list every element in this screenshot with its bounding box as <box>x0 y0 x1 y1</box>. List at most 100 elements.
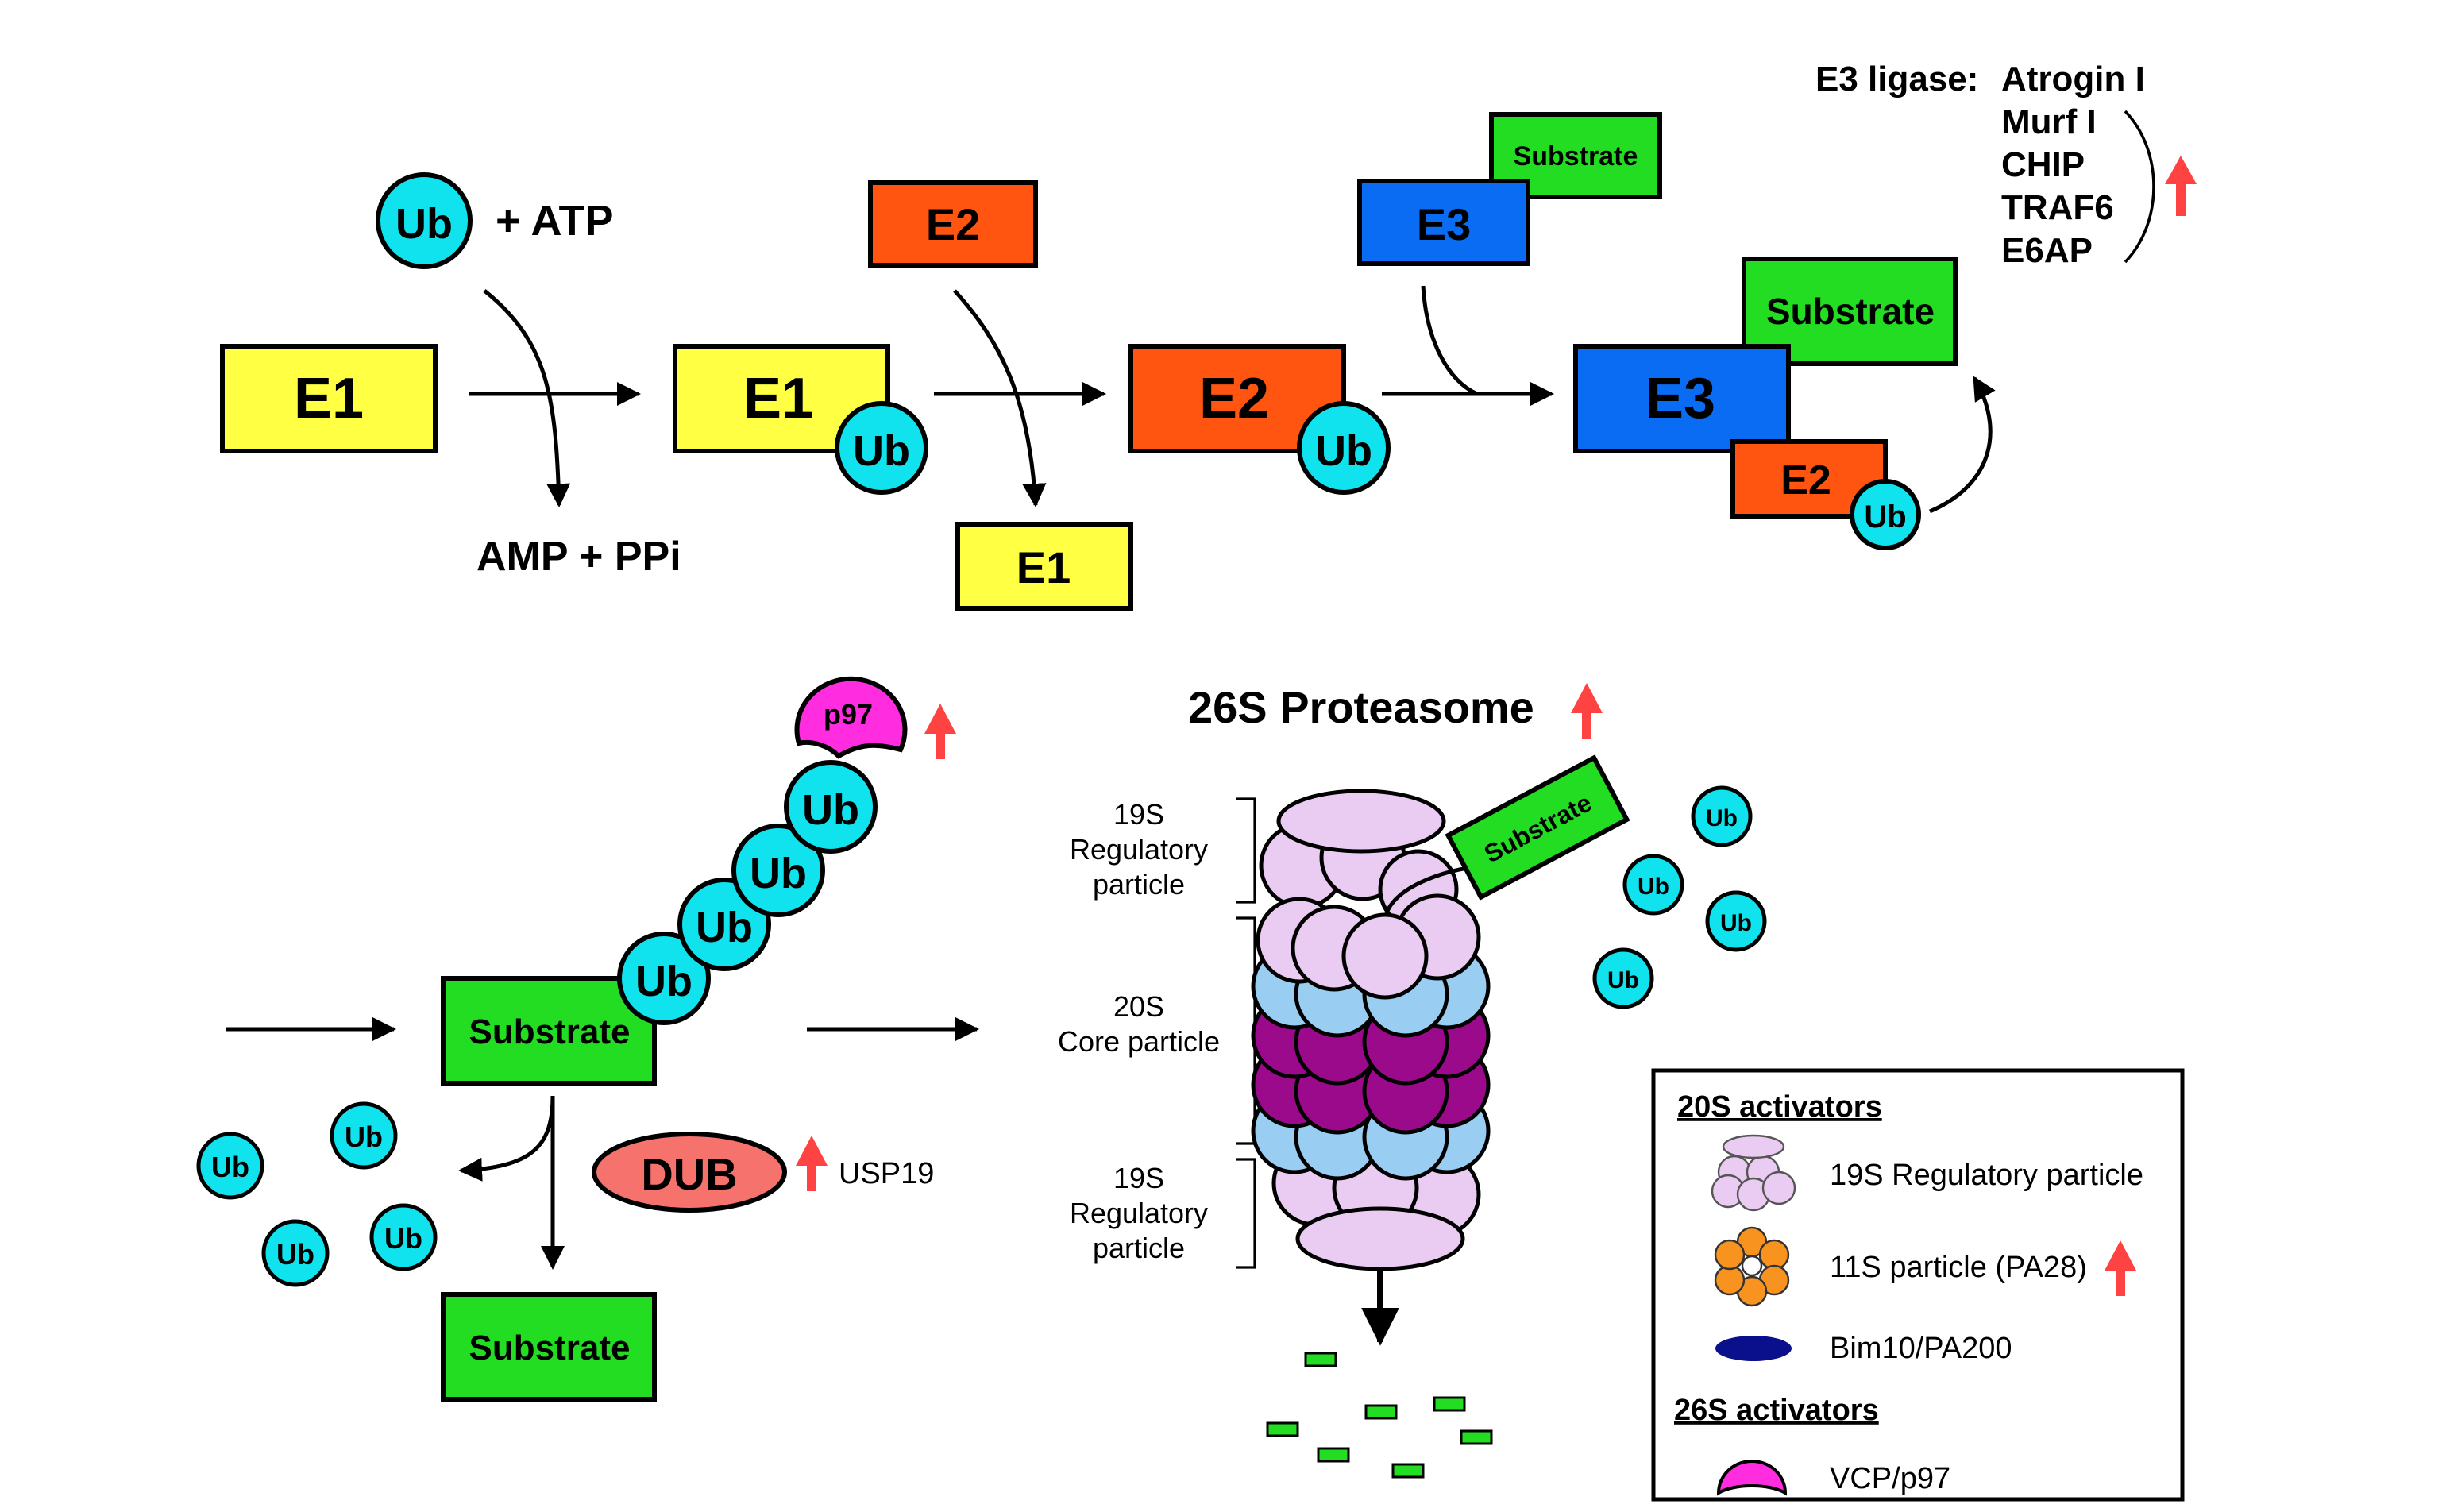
label-19s-top: Regulatory <box>1070 833 1208 866</box>
ub-recycled-icon <box>1691 785 1753 847</box>
amp-ppi-label: AMP + PPi <box>476 534 681 580</box>
activators-legend: 20S activators 19S Regulatory particle 1… <box>1651 1068 2185 1502</box>
peptide-fragment <box>1391 1463 1425 1479</box>
proteasome-title: 26S Proteasome <box>1188 682 1534 732</box>
ub-chain-label: Ub <box>802 786 859 834</box>
ubiquitination-cascade: E1 Ub + ATP AMP + PPi E1 Ub E2 E1 E2 Ub … <box>220 60 2197 611</box>
ub-substrate-box <box>441 976 657 1086</box>
dub-icon <box>592 1132 787 1213</box>
proteasome-section: 26S Proteasome 19S Regulatory particle 2… <box>1058 682 1767 1479</box>
upregulated-arrow-icon <box>924 704 956 759</box>
ub-free-icon <box>376 172 473 269</box>
bim10-icon <box>1715 1336 1792 1361</box>
e3-complex-label: E3 <box>1645 367 1715 430</box>
ub-on-complex-icon <box>1850 479 1921 550</box>
ub-substrate-label: Substrate <box>469 1012 631 1051</box>
ub-chain-label: Ub <box>696 904 753 951</box>
ub-on-complex-label: Ub <box>1864 499 1906 534</box>
polyubiquitin-chain-section: Substrate Ub Ub Ub Ub p97 DUB USP19 Ub U… <box>196 676 979 1402</box>
label-19s-bottom: 19S <box>1113 1162 1164 1194</box>
e2-in-box <box>868 180 1038 268</box>
ub-chain-icon <box>784 760 878 854</box>
p97-icon <box>794 676 908 759</box>
ub-free-label: Ub <box>345 1120 383 1153</box>
19s-particle-icon <box>1711 1134 1796 1212</box>
arrow-atp-to-amp <box>483 289 571 507</box>
plus-atp-label: + ATP <box>496 197 614 245</box>
label-19s-bottom: particle <box>1093 1232 1185 1264</box>
ub-recycled-label: Ub <box>1607 967 1639 993</box>
peptide-fragment <box>1364 1404 1398 1420</box>
e3-ligase-item: TRAF6 <box>2001 188 2114 227</box>
e1-start-box <box>220 344 438 453</box>
e1-released-box <box>955 522 1133 611</box>
ub-recycled-icon <box>1705 890 1767 952</box>
label-20s: 20S <box>1113 990 1164 1023</box>
e2-complex-label: E2 <box>1780 457 1831 503</box>
peptide-fragment <box>1317 1447 1350 1463</box>
ub-free-label: Ub <box>276 1238 314 1271</box>
legend-item-19s: 19S Regulatory particle <box>1830 1159 2143 1192</box>
ub-on-e2-label: Ub <box>1315 427 1372 475</box>
peptide-fragment <box>1460 1429 1493 1445</box>
legend-header-26s: 26S activators <box>1674 1394 1879 1427</box>
upregulated-arrow-icon <box>2165 156 2197 216</box>
upregulated-arrow-icon <box>2105 1240 2136 1296</box>
e2-loaded-label: E2 <box>1199 367 1269 430</box>
upregulated-arrow-icon <box>796 1136 828 1191</box>
proteasome-illustration <box>1251 789 1491 1271</box>
bracket-19s-bottom <box>1236 1158 1256 1269</box>
label-20s: Core particle <box>1058 1025 1220 1058</box>
e3-ligase-bracket <box>2124 110 2155 264</box>
ub-recycled-icon <box>1592 947 1654 1009</box>
e3-ligase-item: E6AP <box>2001 231 2093 270</box>
free-substrate-label: Substrate <box>469 1329 631 1367</box>
free-substrate-box <box>441 1292 657 1402</box>
legend-item-11s: 11S particle (PA28) <box>1830 1251 2087 1284</box>
ub-on-e1-icon <box>835 401 928 495</box>
ub-free-label: Ub <box>395 200 453 248</box>
e3-ligase-item: Atrogin I <box>2001 60 2145 98</box>
peptide-fragment <box>1304 1352 1337 1367</box>
11s-particle-icon <box>1714 1226 1790 1307</box>
peptide-fragment <box>1433 1396 1466 1412</box>
ub-free-icon <box>330 1101 398 1170</box>
peptide-fragment <box>1266 1421 1299 1437</box>
ub-free-icon <box>196 1132 264 1200</box>
p97-label: p97 <box>824 698 873 731</box>
e3-ligase-item: CHIP <box>2001 145 2085 184</box>
arrow-ub-release <box>458 1095 555 1182</box>
ub-free-icon <box>369 1203 438 1271</box>
proteasome-substrate-box <box>1445 754 1630 901</box>
e3-complex-box <box>1573 344 1791 453</box>
legend-header-20s: 20S activators <box>1677 1090 1882 1124</box>
ub-free-label: Ub <box>384 1222 422 1255</box>
ub-free-label: Ub <box>211 1151 249 1183</box>
proteasome-substrate: Substrate <box>1445 754 1630 901</box>
e1-loaded-label: E1 <box>743 367 813 430</box>
usp19-label: USP19 <box>839 1157 934 1190</box>
e3-ligase-item: Murf I <box>2001 102 2097 141</box>
ub-on-e2-icon <box>1297 401 1391 495</box>
arrow-e3-join <box>1421 285 1479 396</box>
ub-recycled-label: Ub <box>1720 910 1752 936</box>
ub-recycled-icon <box>1622 854 1684 916</box>
label-19s-top: 19S <box>1113 798 1164 831</box>
label-19s-top: particle <box>1093 868 1185 901</box>
e3-in-box <box>1357 179 1530 266</box>
ub-chain-label: Ub <box>635 958 693 1005</box>
ub-recycled-label: Ub <box>1638 874 1669 900</box>
label-19s-bottom: Regulatory <box>1070 1197 1208 1229</box>
e3-ligase-title: E3 ligase: <box>1815 60 1978 98</box>
arrow-e1-release <box>953 289 1047 507</box>
ub-recycled-label: Ub <box>1706 805 1738 831</box>
bracket-19s-top <box>1236 797 1256 904</box>
substrate-in-label: Substrate <box>1514 141 1638 172</box>
e3-in-label: E3 <box>1417 199 1472 249</box>
legend-item-bim10: Bim10/PA200 <box>1830 1332 2012 1365</box>
e1-released-label: E1 <box>1017 542 1071 592</box>
upregulated-arrow-icon <box>1571 683 1603 739</box>
dub-label: DUB <box>641 1149 737 1199</box>
ub-chain-icon <box>731 824 825 917</box>
